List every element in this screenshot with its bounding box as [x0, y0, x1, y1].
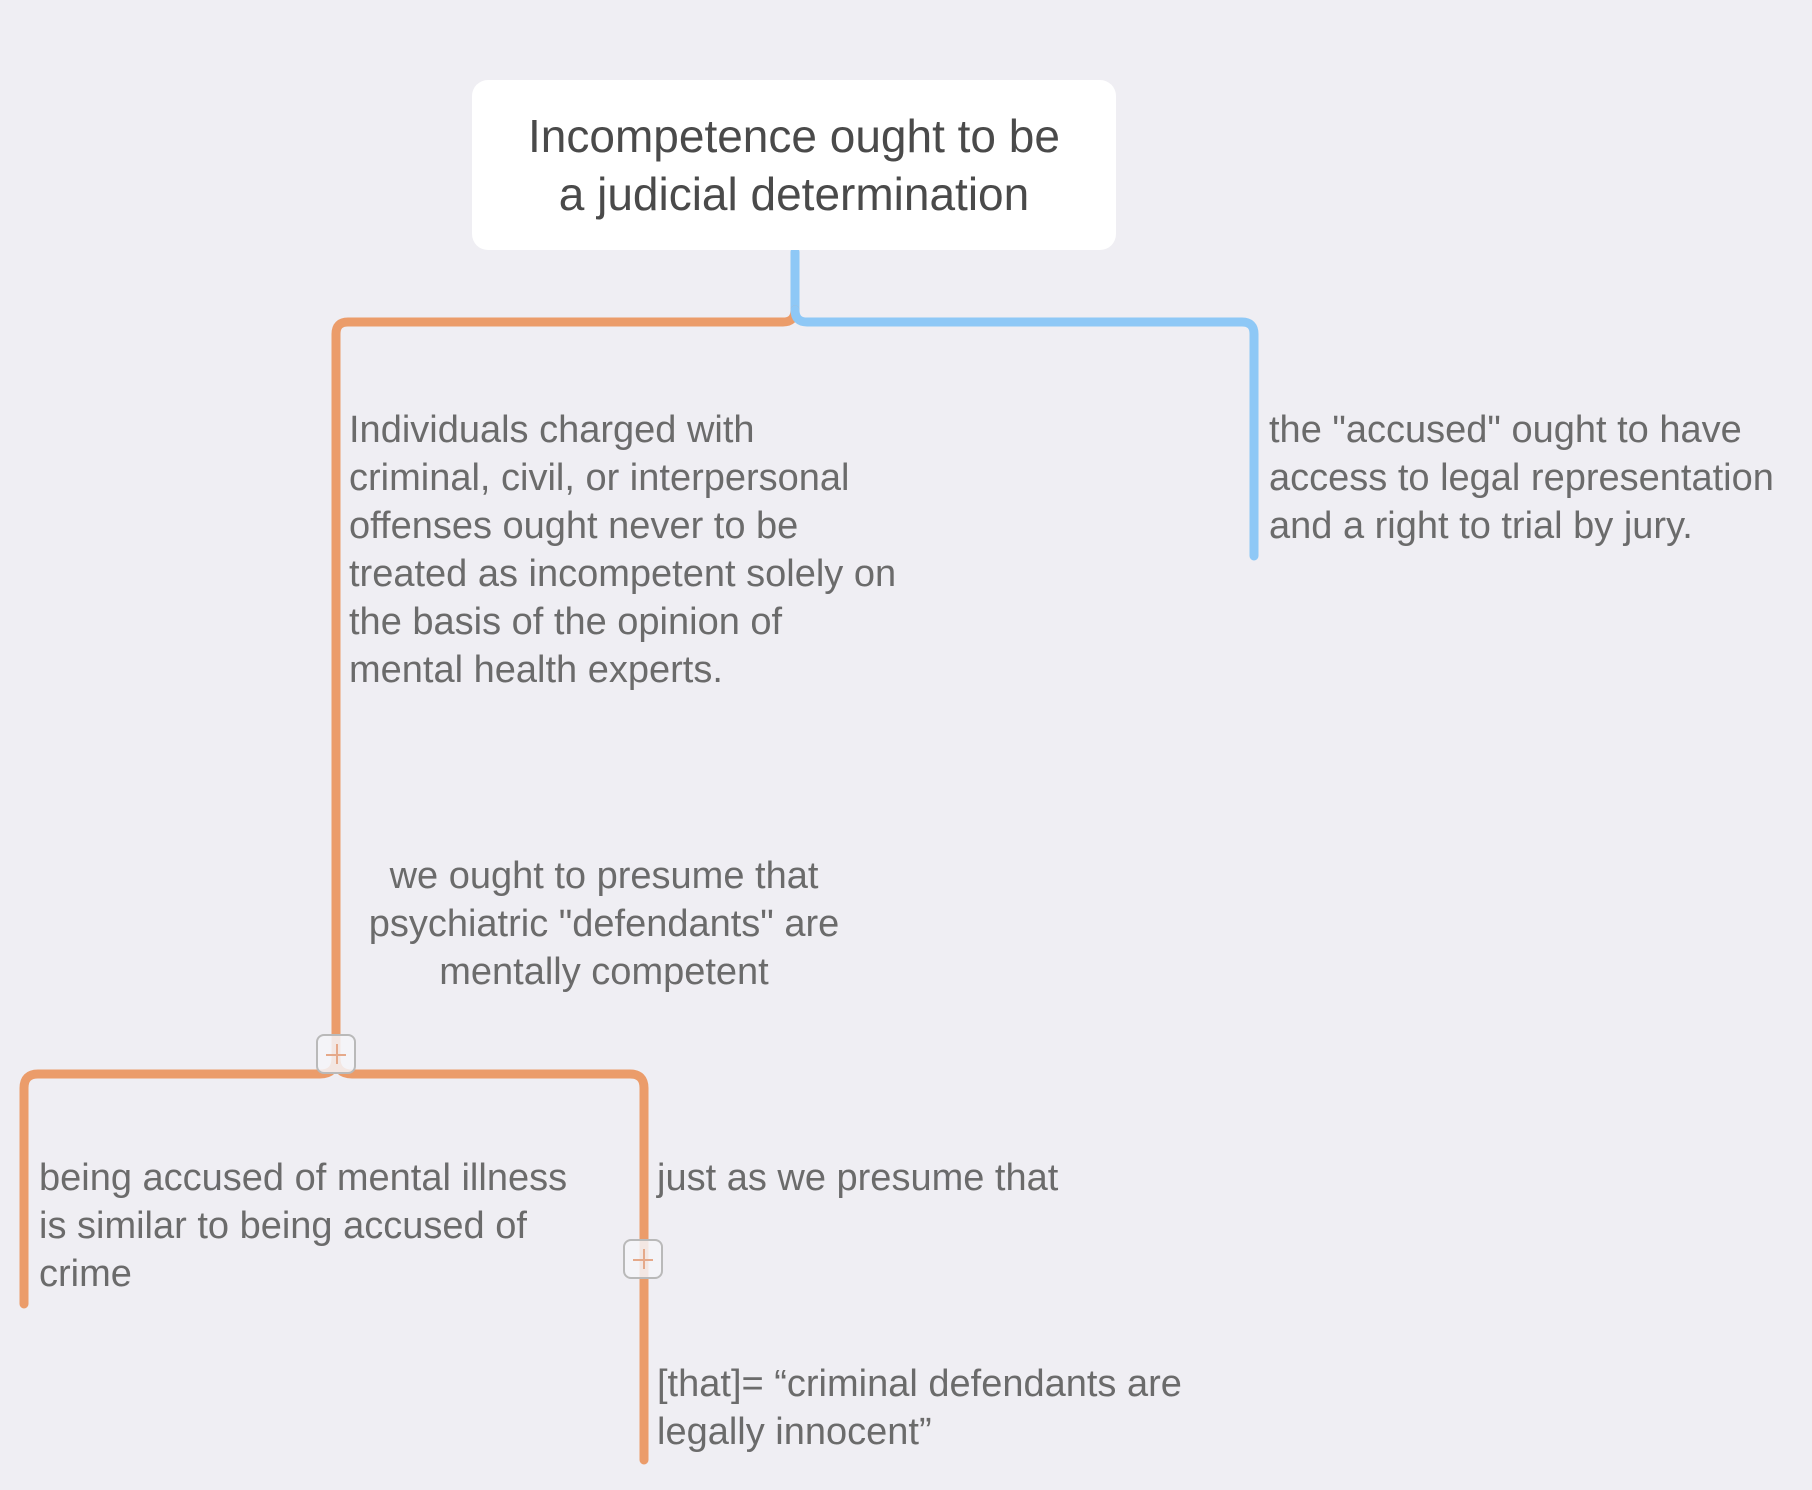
node-individuals[interactable]: Individuals charged with criminal, civil…	[349, 409, 897, 691]
branch-accused	[790, 305, 1259, 561]
node-that[interactable]: [that]= “criminal defendants are legally…	[657, 1363, 1182, 1453]
root-node[interactable]: Incompetence ought to be a judicial dete…	[472, 80, 1116, 250]
node-presume[interactable]: we ought to presume that psychiatric "de…	[368, 855, 840, 993]
node-just-as[interactable]: just as we presume that	[657, 1157, 1059, 1199]
plus-icon[interactable]	[623, 1239, 663, 1279]
node-similar[interactable]: being accused of mental illness is simil…	[39, 1157, 568, 1295]
plus-icon[interactable]	[316, 1034, 356, 1074]
node-accused[interactable]: the "accused" ought to have access to le…	[1269, 409, 1774, 547]
